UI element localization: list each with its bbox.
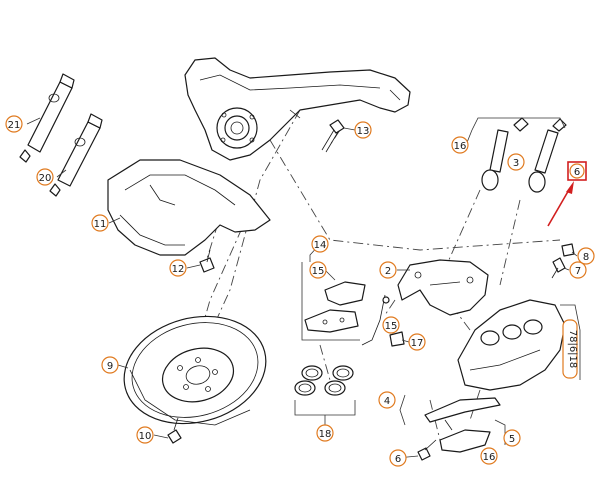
svg-text:16: 16 <box>483 452 496 463</box>
callout-8: 8 <box>577 247 595 265</box>
svg-text:17: 17 <box>411 338 424 349</box>
splash-shield-11 <box>107 159 271 256</box>
svg-text:8: 8 <box>583 252 589 263</box>
bolt-6-bottom <box>417 439 437 461</box>
svg-text:6: 6 <box>395 454 401 465</box>
steering-knuckle <box>184 57 411 161</box>
grease-tube-20 <box>49 113 103 197</box>
svg-text:16: 16 <box>454 141 467 152</box>
svg-text:14: 14 <box>314 240 327 251</box>
callout-6-top-highlighted: 6 <box>567 161 587 181</box>
callout-10: 10 <box>136 426 154 444</box>
brake-caliper <box>457 299 581 391</box>
svg-text:2: 2 <box>385 266 391 277</box>
callout-16-top: 16 <box>451 136 469 154</box>
svg-text:3: 3 <box>513 158 519 169</box>
svg-text:10: 10 <box>139 431 152 442</box>
svg-text:15: 15 <box>385 321 398 332</box>
bolt-12 <box>199 249 215 273</box>
svg-text:7: 7 <box>575 266 581 277</box>
grease-tube-21 <box>19 73 75 163</box>
brake-disc-9 <box>123 315 267 426</box>
callout-13: 13 <box>354 121 372 139</box>
callout-2: 2 <box>379 261 397 279</box>
svg-text:5: 5 <box>509 434 515 445</box>
piston-seals-18 <box>294 365 356 425</box>
wear-sensor <box>361 294 405 347</box>
callout-21: 21 <box>5 115 23 133</box>
callout-vertical-group: 78|6|18 <box>562 319 578 379</box>
callout-6-bottom: 6 <box>389 449 407 467</box>
callout-3: 3 <box>507 153 525 171</box>
callout-17: 17 <box>408 333 426 351</box>
svg-text:18: 18 <box>319 429 332 440</box>
bolt-13 <box>321 119 345 153</box>
bleeder-cap-8 <box>561 243 575 257</box>
callout-9: 9 <box>101 356 119 374</box>
callout-5: 5 <box>503 429 521 447</box>
guide-pins-3 <box>471 117 567 193</box>
callout-4: 4 <box>378 391 396 409</box>
svg-text:78|6|18: 78|6|18 <box>567 330 578 369</box>
svg-text:6: 6 <box>574 167 580 178</box>
svg-text:21: 21 <box>8 120 21 131</box>
caliper-carrier-2 <box>397 259 489 316</box>
callout-20: 20 <box>36 168 54 186</box>
svg-text:4: 4 <box>384 396 390 407</box>
svg-text:13: 13 <box>357 126 370 137</box>
bolt-10 <box>167 417 182 444</box>
svg-text:11: 11 <box>94 219 107 230</box>
svg-text:12: 12 <box>172 264 185 275</box>
callout-15-lower: 15 <box>382 316 400 334</box>
bleeder-screw-7 <box>551 257 566 279</box>
callout-7: 7 <box>569 261 587 279</box>
highlight-arrow <box>547 181 574 227</box>
svg-text:15: 15 <box>312 266 325 277</box>
bracket-kit-14 <box>301 262 366 341</box>
callout-11: 11 <box>91 214 109 232</box>
svg-text:9: 9 <box>107 361 113 372</box>
callout-14: 14 <box>311 235 329 253</box>
callout-12: 12 <box>169 259 187 277</box>
callout-15-upper: 15 <box>309 261 327 279</box>
callout-16-bottom: 16 <box>480 447 498 465</box>
svg-text:20: 20 <box>39 173 52 184</box>
callout-18: 18 <box>316 424 334 442</box>
brake-pad-set <box>399 394 506 453</box>
